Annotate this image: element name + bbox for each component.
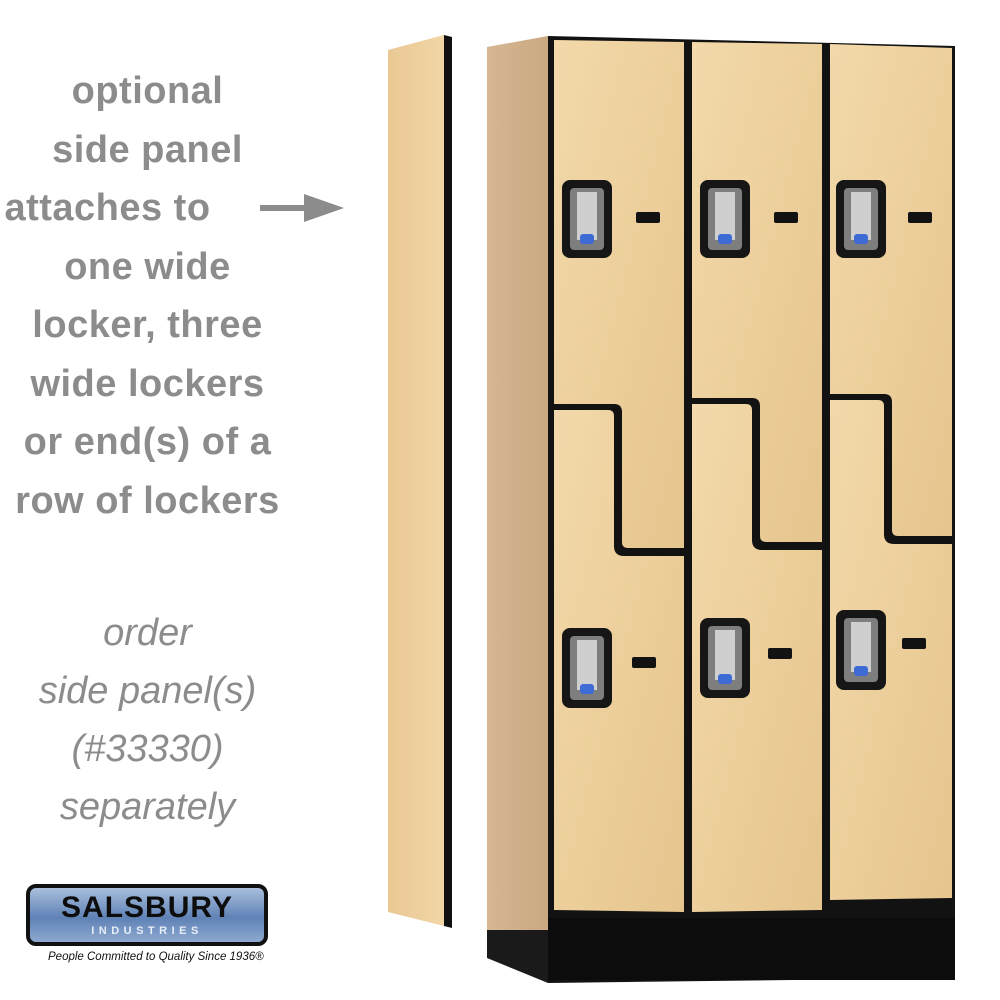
logo-tagline: People Committed to Quality Since 1936® bbox=[48, 951, 264, 963]
locker-door-upper-3 bbox=[830, 44, 952, 536]
locker-door-lower-3 bbox=[830, 400, 952, 900]
door-handle bbox=[636, 212, 660, 223]
callout-line: wide lockers bbox=[30, 362, 265, 405]
order-note-line: (#33330) bbox=[71, 728, 224, 770]
door-handle bbox=[774, 212, 798, 223]
callout-line: attaches to bbox=[4, 187, 211, 229]
door-handle bbox=[902, 638, 926, 649]
locker-door-lower-2 bbox=[692, 404, 822, 912]
order-note: order side panel(s) (#33330) separately bbox=[0, 604, 295, 836]
side-panel bbox=[388, 35, 452, 928]
keypad-lock-icon bbox=[700, 180, 750, 258]
callout-line: or end(s) of a bbox=[23, 421, 272, 463]
locker-door-upper-2 bbox=[692, 42, 822, 542]
order-note-line: order bbox=[103, 612, 192, 654]
right-arrow-icon bbox=[260, 194, 344, 222]
salsbury-logo: SALSBURY INDUSTRIES bbox=[26, 884, 268, 946]
keypad-lock-icon bbox=[836, 180, 886, 258]
door-handle bbox=[768, 648, 792, 659]
keypad-lock-icon bbox=[562, 180, 612, 258]
locker-column-3 bbox=[830, 44, 952, 900]
locker-door-lower-1 bbox=[554, 410, 684, 912]
callout-line: row of lockers bbox=[15, 479, 280, 522]
keypad-lock-icon bbox=[700, 618, 750, 698]
door-handle bbox=[908, 212, 932, 223]
keypad-lock-icon bbox=[562, 628, 612, 708]
locker-column-1 bbox=[554, 40, 684, 912]
locker-side bbox=[487, 36, 548, 983]
keypad-locks bbox=[562, 180, 932, 708]
locker-column-2 bbox=[692, 42, 822, 912]
side-panel-callout: optional side panel attaches to one wide… bbox=[0, 62, 295, 530]
door-handle bbox=[632, 657, 656, 668]
locker-door-upper-1 bbox=[554, 40, 684, 548]
keypad-lock-icon bbox=[836, 610, 886, 690]
callout-line: optional bbox=[71, 70, 224, 112]
callout-line: one wide bbox=[64, 245, 231, 288]
logo-subtitle: INDUSTRIES bbox=[91, 925, 203, 937]
logo-brand: SALSBURY bbox=[61, 891, 233, 924]
order-note-line: side panel(s) bbox=[38, 670, 257, 712]
callout-line: side panel bbox=[52, 128, 243, 171]
callout-line: locker, three bbox=[32, 304, 263, 346]
order-note-line: separately bbox=[59, 786, 236, 828]
